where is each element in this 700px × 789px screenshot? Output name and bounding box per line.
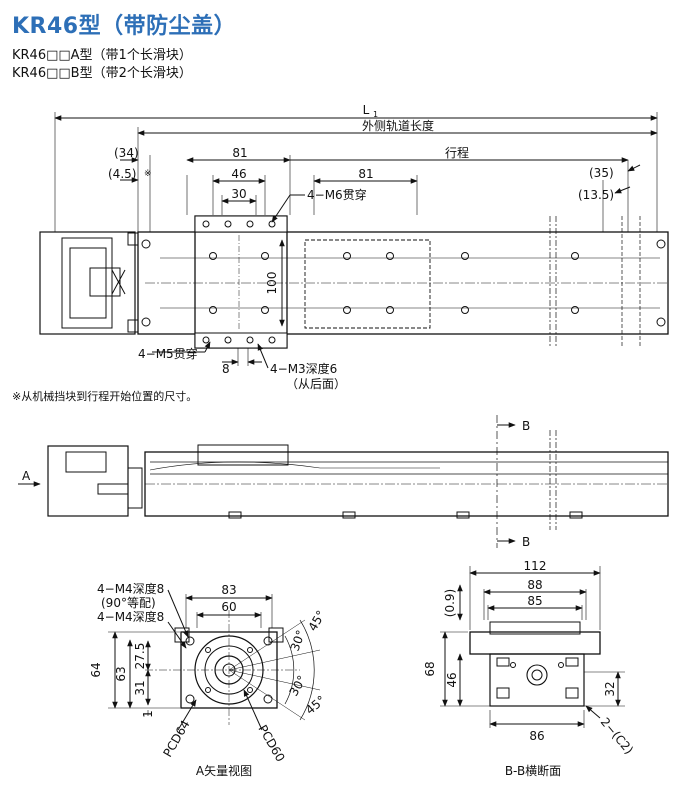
dim-l1-sub: 1	[373, 110, 378, 119]
dim-13-5-label: (13.5)	[578, 188, 614, 202]
view-bb-rail	[489, 653, 585, 707]
dim-35-label: (35)	[589, 166, 614, 180]
dim-0-9-label: (0.9)	[443, 589, 457, 617]
slider-block-2	[304, 239, 431, 329]
angle-30-top-label: 30°	[288, 628, 308, 653]
dim-81-b-label: 81	[358, 167, 373, 181]
motor-housing	[39, 231, 136, 335]
side-slider	[197, 444, 289, 466]
dim-46-bb-label: 46	[445, 672, 459, 687]
dim-112-label: 112	[524, 559, 547, 573]
side-motor	[47, 445, 129, 517]
dim-34-label: (34)	[114, 146, 139, 160]
dim-4-5-label: (4.5)	[108, 167, 136, 181]
footnote: ※从机械挡块到行程开始位置的尺寸。	[12, 389, 197, 403]
side-view	[18, 415, 669, 548]
dim-68-label: 68	[423, 661, 437, 676]
hole-m4-1-note: (90°等配)	[101, 596, 156, 610]
hole-m6-label: 4−M6贯穿	[307, 187, 367, 202]
view-bb	[440, 566, 625, 728]
dim-88-label: 88	[527, 578, 542, 592]
angle-45-top-label: 45°	[305, 608, 328, 633]
view-bb-caption: B-B横断面	[505, 763, 561, 778]
view-a-caption: A矢量视图	[196, 763, 252, 778]
hole-m3-label: 4−M3深度6	[270, 361, 337, 376]
dim-1-label: 1	[141, 710, 155, 718]
dim-100-label: 100	[265, 272, 279, 295]
hole-m4-1-label: 4−M4深度8	[97, 581, 164, 596]
top-view	[39, 112, 669, 369]
variant-a-label: KR46□□A型（带1个长滑块）	[12, 48, 192, 63]
dim-8-label: 8	[222, 362, 230, 376]
dim-32-label: 32	[603, 681, 617, 696]
chamfer-label: 2−(C2)	[598, 715, 636, 757]
pcd60-label: PCD60	[255, 723, 287, 765]
arrow-a-label: A	[22, 469, 31, 483]
dim-27-5-label: 27.5	[133, 643, 147, 670]
dim-60-label: 60	[221, 600, 236, 614]
dim-46-label: 46	[231, 167, 246, 181]
variant-b-label: KR46□□B型（带2个长滑块）	[12, 66, 192, 81]
dim-83-label: 83	[221, 583, 236, 597]
dim-85-label: 85	[527, 594, 542, 608]
dim-81-a-label: 81	[232, 146, 247, 160]
page-title: KR46型（带防尘盖）	[12, 14, 237, 39]
dim-86-label: 86	[529, 729, 544, 743]
dim-rail-length-label: 外侧轨道长度	[362, 118, 434, 133]
dim-30-label: 30	[231, 187, 246, 201]
dim-l1-label: L	[363, 103, 370, 117]
view-bb-top-plate	[469, 631, 601, 655]
angle-45-bottom-label: 45°	[303, 693, 328, 717]
hole-m5-label: 4−M5贯穿	[138, 346, 198, 361]
dim-stroke-label: 行程	[445, 145, 469, 160]
section-b-top-label: B	[522, 419, 530, 433]
dim-31-label: 31	[133, 680, 147, 695]
dim-63-label: 63	[114, 666, 128, 681]
angle-30-bottom-label: 30°	[286, 673, 309, 698]
view-a	[108, 589, 321, 731]
rail-body	[137, 231, 669, 335]
hole-m3-note: （从后面）	[286, 377, 346, 391]
section-b-bottom-label: B	[522, 535, 530, 549]
hole-m4-2-label: 4−M4深度8	[97, 609, 164, 624]
dim-64-label: 64	[89, 662, 103, 677]
pcd64-label: PCD64	[160, 718, 192, 760]
note-mark: ※	[144, 169, 152, 179]
